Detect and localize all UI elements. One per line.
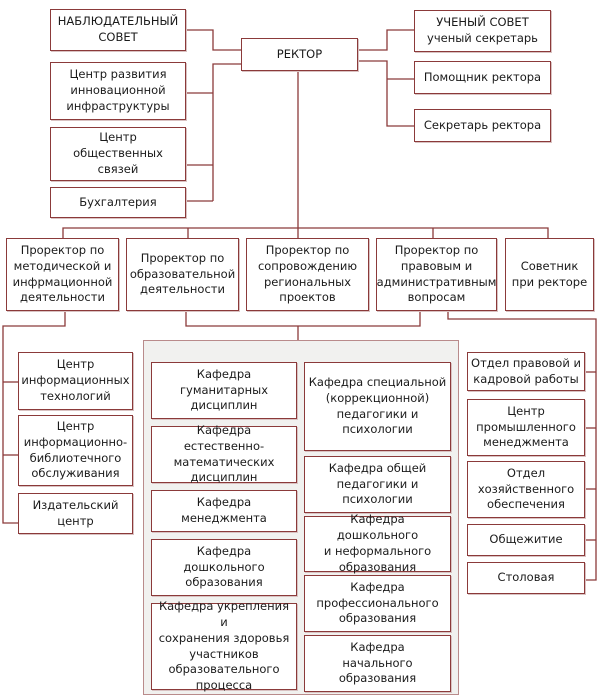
rector-box: РЕКТОР xyxy=(241,38,358,71)
connector-vr4-right xyxy=(447,311,597,581)
dormitory-box: Общежитие xyxy=(467,524,585,556)
facilities-dept-box: Отдел хозяйственного обеспечения xyxy=(467,461,585,518)
dept-preschool-box: Кафедра дошкольного образования xyxy=(151,539,297,596)
dept-professional-box: Кафедра профессионального образования xyxy=(304,575,451,632)
accounting-box: Бухгалтерия xyxy=(50,187,186,218)
dept-special-pedagogy-box: Кафедра специальной (коррекционной) педа… xyxy=(304,362,451,451)
vice-rector-legal-box: Проректор по правовым и административным… xyxy=(376,238,497,311)
connector-nabl-rector xyxy=(186,29,241,51)
dept-preschool-nonformal-box: Кафедра дошкольного и неформального обра… xyxy=(304,512,451,574)
it-center-box: Центр информационных технологий xyxy=(18,352,133,410)
dept-management-box: Кафедра менеджмента xyxy=(151,490,297,532)
vice-rector-methodical-box: Проректор по методической и инфрмационно… xyxy=(6,238,119,311)
publishing-center-box: Издательский центр xyxy=(18,493,133,534)
advisor-box: Советник при ректоре xyxy=(505,238,594,311)
canteen-box: Столовая xyxy=(467,562,585,594)
connector-rector-right-trunk xyxy=(358,60,414,127)
connector-vr2-down xyxy=(185,311,421,327)
rector-secretary-box: Секретарь ректора xyxy=(414,109,551,142)
dept-general-pedagogy-box: Кафедра общей педагогики и психологии xyxy=(304,456,451,513)
dept-humanities-box: Кафедра гуманитарных дисциплин xyxy=(151,362,297,419)
connector-vr1-down xyxy=(2,311,66,524)
academic-council-box: УЧЕНЫЙ СОВЕТ ученый секретарь xyxy=(414,10,551,52)
connector-rector-council xyxy=(358,29,414,51)
vice-rector-educational-box: Проректор по образовательной деятельност… xyxy=(126,238,239,311)
innovation-center-box: Центр развития инновационной инфраструкт… xyxy=(50,62,186,120)
dept-natural-math-box: Кафедра естественно- математических дисц… xyxy=(151,423,297,484)
connector-vr-bus xyxy=(62,227,549,238)
industrial-mgmt-center-box: Центр промышленного менеджмента xyxy=(467,399,585,456)
library-center-box: Центр информационно- библиотечного обслу… xyxy=(18,415,133,486)
rector-assistant-box: Помощник ректора xyxy=(414,61,551,94)
dept-primary-box: Кафедра начального образования xyxy=(304,635,451,692)
public-relations-center-box: Центр общественных связей xyxy=(50,127,186,181)
dept-health-box: Кафедра укрепления и сохранения здоровья… xyxy=(151,599,297,692)
connector-rector-left-trunk xyxy=(212,63,241,201)
vice-rector-regional-box: Проректор по сопровождению региональных … xyxy=(246,238,369,311)
supervisory-board-box: НАБЛЮДАТЕЛЬНЫЙ СОВЕТ xyxy=(50,9,186,51)
legal-hr-dept-box: Отдел правовой и кадровой работы xyxy=(467,352,585,391)
